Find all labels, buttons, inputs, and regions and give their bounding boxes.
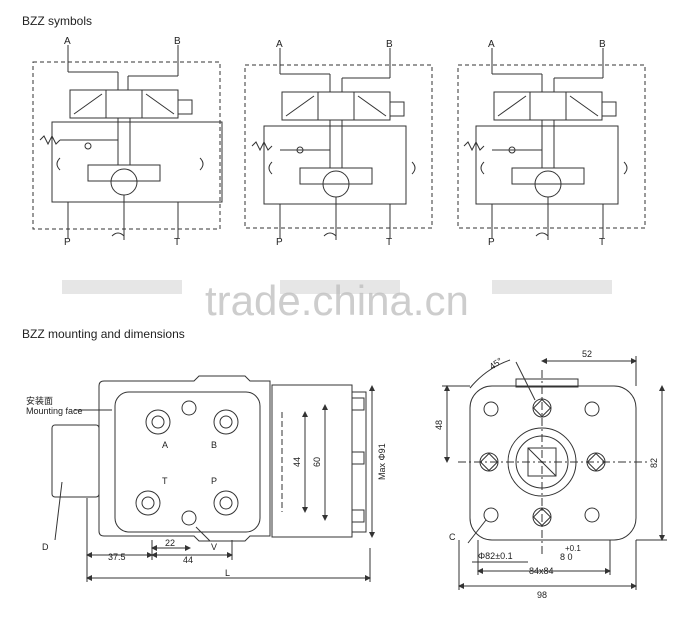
- sym1-port-b: B: [174, 36, 181, 47]
- watermark: trade.china.cn: [205, 277, 469, 324]
- side-view-drawing: [51, 375, 375, 582]
- sym3-port-b: B: [599, 39, 606, 50]
- dim-phi82: Φ82±0.1: [478, 551, 513, 561]
- side-port-p: P: [211, 476, 217, 486]
- dim-44-horizontal: 44: [183, 555, 193, 565]
- dim-l: L: [225, 568, 230, 578]
- sym2-port-t: T: [386, 237, 392, 248]
- dim-37-5: 37.5: [108, 552, 126, 562]
- symbol-bzz1: [32, 45, 223, 240]
- sym3-port-a: A: [488, 39, 495, 50]
- dim-8: 8 0: [560, 552, 573, 562]
- dim-84x84: 84x84: [529, 566, 554, 576]
- angle-45: 45°: [487, 355, 504, 371]
- sym3-port-t: T: [599, 237, 605, 248]
- dim-max-91: Max Φ91: [377, 443, 387, 480]
- side-port-b: B: [211, 440, 217, 450]
- label-d: D: [42, 542, 49, 552]
- dim-tolerance: +0.1: [565, 544, 581, 553]
- dim-44-vertical: 44: [292, 457, 302, 467]
- side-port-a: A: [162, 440, 168, 450]
- symbol-caption-3: [492, 280, 612, 294]
- sym2-port-p: P: [276, 237, 283, 248]
- label-c: C: [449, 532, 456, 542]
- dim-82: 82: [649, 458, 659, 468]
- front-view-drawing: [442, 356, 667, 590]
- dim-48: 48: [434, 420, 444, 430]
- mount-face-en: Mounting face: [26, 406, 83, 416]
- sym3-port-p: P: [488, 237, 495, 248]
- mount-face-cn: 安装面: [26, 395, 53, 407]
- dim-22: 22: [165, 538, 175, 548]
- sym1-port-p: P: [64, 237, 71, 248]
- side-port-v: V: [211, 542, 217, 552]
- dim-60: 60: [312, 457, 322, 467]
- dim-52: 52: [582, 349, 592, 359]
- symbols-heading: BZZ symbols: [22, 14, 93, 28]
- symbol-caption-1: [62, 280, 182, 294]
- mounting-heading: BZZ mounting and dimensions: [22, 327, 185, 341]
- symbol-bzz2: [244, 48, 433, 240]
- sym2-port-a: A: [276, 39, 283, 50]
- symbol-caption-2: [280, 280, 400, 294]
- side-port-t: T: [162, 476, 168, 486]
- sym1-port-t: T: [174, 237, 180, 248]
- dim-98: 98: [537, 590, 547, 600]
- symbol-bzz3: [457, 48, 646, 240]
- sym2-port-b: B: [386, 39, 393, 50]
- sym1-port-a: A: [64, 36, 71, 47]
